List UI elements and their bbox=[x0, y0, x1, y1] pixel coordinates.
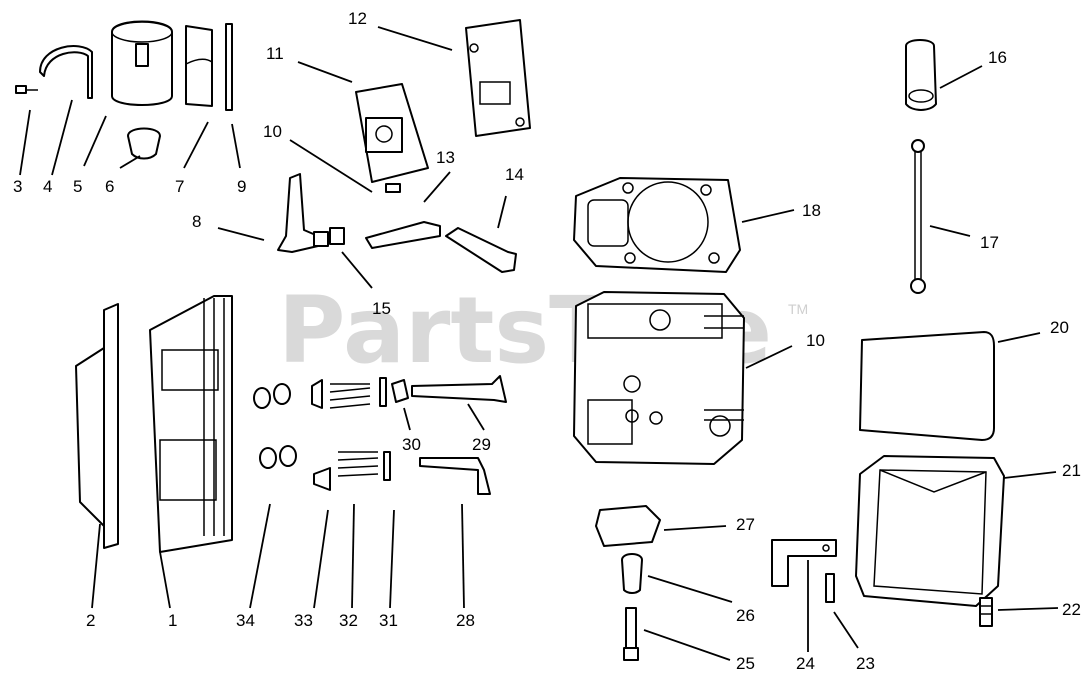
label-34: 34 bbox=[236, 611, 255, 630]
part-1-engine-block bbox=[149, 295, 233, 553]
part-23-screw bbox=[825, 573, 835, 603]
part-3-screw bbox=[15, 85, 38, 94]
label-33: 33 bbox=[294, 611, 313, 630]
label-16: 16 bbox=[988, 48, 1007, 67]
part-29-valve bbox=[411, 375, 507, 403]
label-15: 15 bbox=[372, 299, 391, 318]
label-10-top: 10 bbox=[263, 122, 282, 141]
part-13-hose bbox=[365, 221, 441, 249]
label-22: 22 bbox=[1062, 600, 1081, 619]
label-24: 24 bbox=[796, 654, 815, 673]
watermark-tm: TM bbox=[788, 301, 808, 317]
part-26-pivot bbox=[621, 553, 643, 594]
label-14: 14 bbox=[505, 165, 524, 184]
part-22-fitting bbox=[979, 597, 993, 627]
label-18: 18 bbox=[802, 201, 821, 220]
part-15-grommets bbox=[313, 227, 345, 247]
label-17: 17 bbox=[980, 233, 999, 252]
label-6: 6 bbox=[105, 177, 114, 196]
label-26: 26 bbox=[736, 606, 755, 625]
part-spring-upper bbox=[329, 383, 371, 409]
label-31: 31 bbox=[379, 611, 398, 630]
label-2: 2 bbox=[86, 611, 95, 630]
part-9-gasket bbox=[225, 23, 233, 111]
part-24-bracket bbox=[771, 539, 837, 587]
part-11-cover-plate bbox=[355, 83, 429, 183]
label-28: 28 bbox=[456, 611, 475, 630]
part-17-push-rod bbox=[910, 139, 926, 294]
part-4-clamp bbox=[39, 45, 93, 99]
label-30: 30 bbox=[402, 435, 421, 454]
part-10-bolt-top bbox=[385, 183, 401, 193]
part-14-hose bbox=[445, 227, 517, 273]
part-21-valve-cover bbox=[855, 455, 1005, 607]
part-27-rocker-bridge bbox=[595, 505, 661, 547]
label-32: 32 bbox=[339, 611, 358, 630]
label-13: 13 bbox=[436, 148, 455, 167]
label-27: 27 bbox=[736, 515, 755, 534]
label-5: 5 bbox=[73, 177, 82, 196]
part-seal-upper bbox=[379, 377, 387, 407]
part-25-stud bbox=[623, 607, 639, 661]
part-labels: 3 4 5 6 7 9 12 11 10 13 14 8 15 16 17 18… bbox=[13, 9, 1081, 673]
leader-lines bbox=[19, 26, 1059, 661]
label-7: 7 bbox=[175, 177, 184, 196]
part-5-breather-canister bbox=[111, 20, 173, 106]
part-keepers-upper bbox=[253, 383, 291, 409]
label-20: 20 bbox=[1050, 318, 1069, 337]
part-2-head-plate bbox=[75, 303, 119, 549]
part-8-tube bbox=[277, 173, 319, 253]
label-23: 23 bbox=[856, 654, 875, 673]
part-33-retainer bbox=[313, 467, 331, 491]
label-25: 25 bbox=[736, 654, 755, 673]
label-3: 3 bbox=[13, 177, 22, 196]
label-8: 8 bbox=[192, 212, 201, 231]
part-16-tappet bbox=[905, 39, 937, 111]
label-4: 4 bbox=[43, 177, 52, 196]
part-32-spring bbox=[337, 451, 379, 477]
label-10-head: 10 bbox=[806, 331, 825, 350]
part-12-gasket-plate bbox=[465, 19, 531, 137]
label-21: 21 bbox=[1062, 461, 1081, 480]
part-18-head-gasket bbox=[573, 177, 741, 273]
part-28-valve bbox=[419, 457, 491, 495]
part-retainer-upper bbox=[311, 379, 323, 409]
part-6-cap bbox=[127, 127, 161, 160]
part-20-valve-cover-gasket bbox=[859, 331, 995, 441]
label-11: 11 bbox=[266, 44, 284, 63]
label-12: 12 bbox=[348, 9, 367, 28]
label-1: 1 bbox=[168, 611, 177, 630]
part-34-keepers bbox=[259, 445, 297, 469]
part-10-cylinder-head bbox=[573, 291, 745, 465]
label-9: 9 bbox=[237, 177, 246, 196]
part-7-filter-element bbox=[185, 25, 213, 107]
label-29: 29 bbox=[472, 435, 491, 454]
part-30-seal bbox=[391, 379, 409, 403]
part-31-seal bbox=[383, 451, 391, 481]
